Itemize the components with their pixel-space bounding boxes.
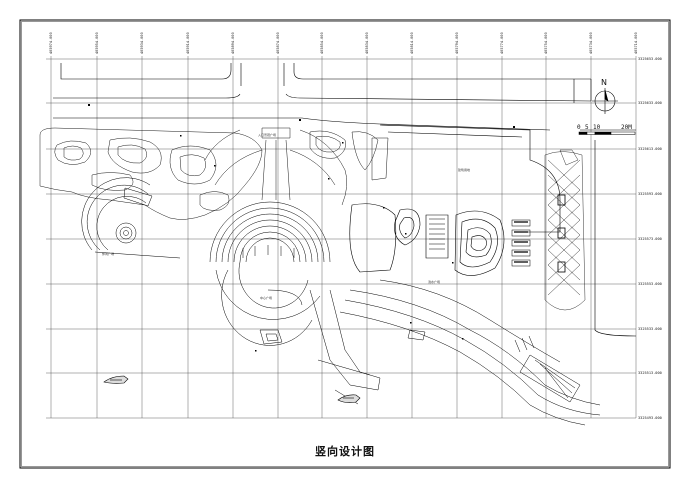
scale-tick-label: 0 <box>577 124 581 131</box>
radial-fan-paths <box>204 127 389 206</box>
contour-lines-west <box>39 127 263 220</box>
road-network <box>53 63 637 337</box>
building-block <box>349 124 561 276</box>
zone-label-plaza-center: 中心广场 <box>260 296 273 300</box>
grid-x-label: 405714.000 <box>634 32 638 54</box>
scale-tick-label: 5 <box>585 124 589 131</box>
north-arrow <box>592 88 618 114</box>
outer-frame <box>19 19 671 469</box>
waterfront-promenade <box>309 279 601 426</box>
inner-frame <box>21 21 669 467</box>
grid-x-label: 405954.000 <box>95 32 99 54</box>
grid-x-label: 405734.000 <box>589 32 593 54</box>
grid-y-label: 3325573.000 <box>638 237 662 241</box>
scale-tick-label: 20M <box>621 124 632 131</box>
west-circular-plaza <box>81 177 181 259</box>
central-amphitheater <box>209 201 331 346</box>
grid-x-label: 405974.000 <box>49 32 53 54</box>
grid-x-label: 405894.000 <box>231 32 235 54</box>
scale-tick-label: 10 <box>593 124 601 131</box>
grid-x-label: 405814.000 <box>410 32 414 54</box>
boat-west <box>103 375 129 384</box>
boat-east <box>337 394 361 403</box>
zone-label-plaza-east: 滨水广场 <box>428 280 441 284</box>
grid-y-label: 3325593.000 <box>638 192 662 196</box>
zone-label-plaza-west: 休闲广场 <box>102 252 115 256</box>
grid-y-label: 3325493.000 <box>638 416 662 420</box>
boat-symbols <box>103 375 361 403</box>
zone-label-building: 建筑用地 <box>458 168 471 172</box>
grid-x-label: 405874.000 <box>276 32 280 54</box>
grid-x-label: 405914.000 <box>186 32 190 54</box>
zone-label-plaza-north: 入口景观广场 <box>258 133 277 137</box>
spot-elevation-marks <box>88 104 515 352</box>
drawing-title: 竖向设计图 <box>315 445 375 458</box>
coordinate-grid <box>46 56 637 419</box>
east-tree-planting-strip <box>544 149 586 311</box>
grid-x-label: 405854.000 <box>320 32 324 54</box>
scale-bar <box>578 131 636 135</box>
grid-x-label: 405934.000 <box>140 32 144 54</box>
grid-x-label: 405794.000 <box>455 32 459 54</box>
north-arrow-label: N <box>601 78 607 87</box>
grid-x-label: 405774.000 <box>500 32 504 54</box>
grid-y-label: 3325553.000 <box>638 282 662 286</box>
grid-y-label: 3325653.000 <box>638 57 662 61</box>
grid-y-label: 3325613.000 <box>638 147 662 151</box>
grid-y-label: 3325533.000 <box>638 327 662 331</box>
grid-y-label: 3325513.000 <box>638 371 662 375</box>
grid-x-label: 405834.000 <box>365 32 369 54</box>
grid-y-label: 3325633.000 <box>638 101 662 105</box>
parking-stalls <box>511 219 531 267</box>
grid-x-label: 405754.000 <box>544 32 548 54</box>
